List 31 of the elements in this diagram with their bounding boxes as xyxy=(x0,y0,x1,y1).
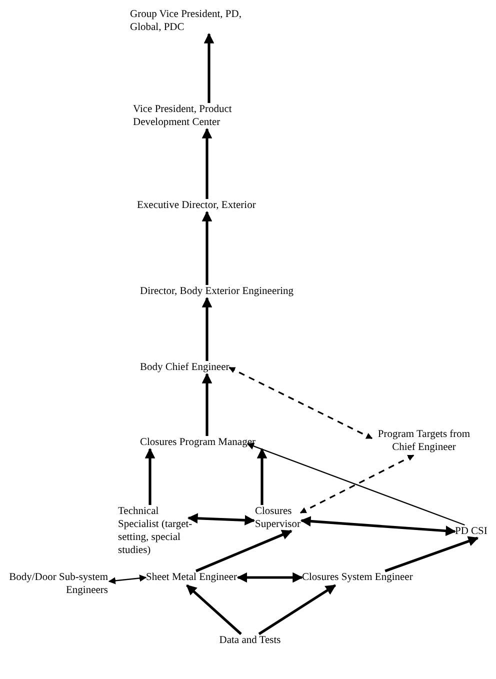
arrow xyxy=(108,574,147,584)
arrow xyxy=(300,516,456,536)
arrow xyxy=(196,530,292,572)
arrow xyxy=(236,572,304,583)
arrow xyxy=(202,128,212,199)
arrow xyxy=(384,536,479,572)
arrow xyxy=(256,448,268,505)
role-label: Vice President, Product Development Center xyxy=(133,103,233,129)
role-label: Director, Body Exterior Engineering xyxy=(140,285,295,298)
role-label: Data and Tests xyxy=(218,634,282,647)
arrow xyxy=(258,584,336,636)
arrow xyxy=(202,210,212,285)
arrow xyxy=(246,442,465,526)
arrow xyxy=(144,448,156,505)
role-label: Body/Door Sub-system Engineers xyxy=(8,571,108,597)
role-label: Sheet Metal Engineer xyxy=(146,571,238,584)
role-label: Group Vice President, PD, Global, PDC xyxy=(130,8,242,34)
arrow xyxy=(202,296,212,361)
role-label: Program Targets from Chief Engineer xyxy=(376,428,472,454)
arrow xyxy=(228,366,373,440)
arrow xyxy=(187,513,256,526)
role-label: Closures Supervisor xyxy=(255,505,302,531)
arrow xyxy=(300,454,414,514)
role-label: Executive Director, Exterior xyxy=(137,199,257,212)
arrow xyxy=(202,372,212,436)
role-label: Technical Specialist (target-setting, special studies) xyxy=(118,505,194,557)
role-label: PD CSI xyxy=(455,525,488,538)
arrow xyxy=(186,584,242,635)
role-label: Body Chief Engineer xyxy=(140,361,230,374)
role-label: Closures System Engineer xyxy=(302,571,414,584)
arrow xyxy=(204,32,214,103)
